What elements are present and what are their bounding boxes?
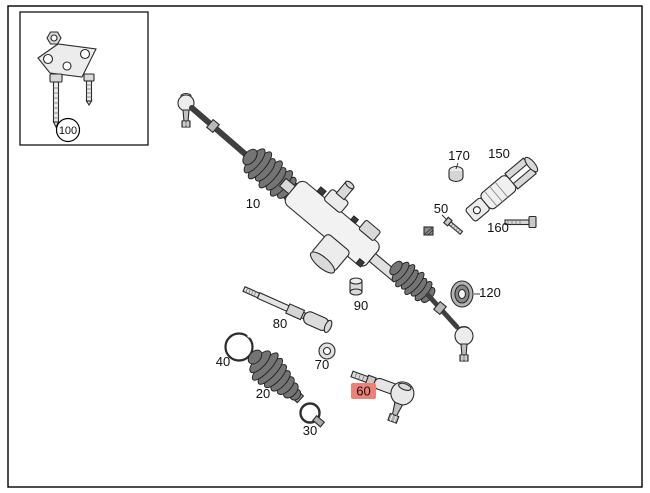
long-bolt-part	[49, 73, 63, 129]
part-label-80: 80	[273, 316, 287, 331]
leader-line	[441, 214, 448, 221]
short-bolt-part	[83, 73, 95, 107]
right-tie-rod-end	[454, 325, 474, 362]
left-tie-rod-shaft	[189, 105, 255, 163]
part-label-50: 50	[434, 201, 448, 216]
label-circle-100	[55, 117, 81, 143]
right-rack-boot	[389, 260, 436, 303]
part-label-90: 90	[354, 298, 368, 313]
grommet-120	[450, 280, 474, 308]
part-label-160: 160	[487, 220, 509, 235]
bolt-160	[504, 215, 537, 229]
part-label-120: 120	[479, 285, 501, 300]
part-label-170: 170	[448, 148, 470, 163]
left-jam-nut	[205, 118, 221, 134]
part-label-60: 60	[356, 384, 370, 399]
nut-part	[46, 31, 62, 45]
bushing-170	[448, 165, 464, 183]
bolt-50	[442, 216, 464, 236]
highlight-badge-60	[351, 383, 376, 399]
steering-rack-assembly	[177, 92, 474, 362]
part-label-40: 40	[216, 354, 230, 369]
bushing-90	[349, 277, 363, 296]
inset-box-part-100: 100	[19, 11, 149, 146]
spacer-50	[423, 226, 434, 236]
right-jam-nut	[432, 300, 448, 316]
leader-line	[455, 162, 459, 170]
part-label-10: 10	[246, 196, 260, 211]
washer-70	[318, 342, 336, 360]
tie-rod-end-60	[350, 370, 415, 424]
steering-coupling	[465, 156, 539, 222]
part-label-70: 70	[315, 357, 329, 372]
part-label-100: 100	[59, 125, 77, 137]
bracket-plate-part	[37, 43, 97, 78]
clamp-30	[299, 402, 326, 428]
part-label-150: 150	[488, 146, 510, 161]
snap-ring-40	[224, 331, 254, 362]
part-label-30: 30	[303, 423, 317, 438]
bellows-boot-20	[247, 349, 305, 404]
inner-tie-rod-80	[242, 285, 333, 334]
part-label-20: 20	[256, 386, 270, 401]
highlighted-label-60: 60	[351, 383, 376, 399]
